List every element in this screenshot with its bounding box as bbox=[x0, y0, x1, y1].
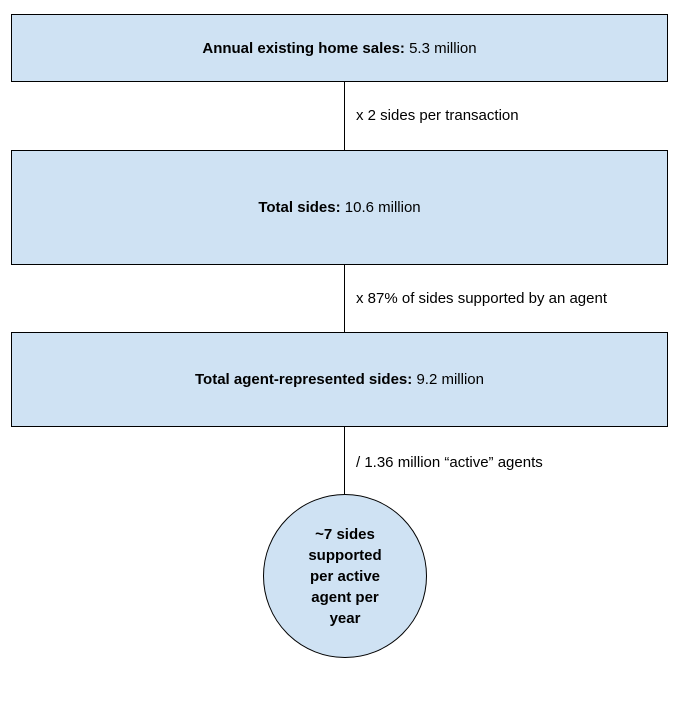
node-label-value: 5.3 million bbox=[404, 39, 477, 57]
node-label-value: 10.6 million bbox=[340, 199, 421, 216]
node-label-bold: Annual existing home sales: bbox=[202, 39, 405, 57]
node-label-value: 9.2 million bbox=[412, 371, 484, 388]
node-total-sides: Total sides: 10.6 million bbox=[11, 150, 668, 265]
node-annual-existing-home-sales-text: Annual existing home sales: 5.3 million bbox=[202, 39, 476, 58]
connector-label-sides-per-transaction: x 2 sides per transaction bbox=[356, 107, 519, 124]
node-annual-existing-home-sales: Annual existing home sales: 5.3 million bbox=[11, 14, 668, 82]
node-sides-per-agent-circle: ~7 sides supported per active agent per … bbox=[263, 494, 427, 658]
node-total-sides-text: Total sides: 10.6 million bbox=[258, 198, 420, 217]
connector-line-1 bbox=[344, 82, 345, 150]
connector-label-active-agents: / 1.36 million “active” agents bbox=[356, 454, 543, 471]
node-total-agent-represented-sides-text: Total agent-represented sides: 9.2 milli… bbox=[195, 370, 484, 389]
connector-line-2 bbox=[344, 265, 345, 332]
connector-label-percent-agent-supported: x 87% of sides supported by an agent bbox=[356, 290, 608, 307]
connector-line-3 bbox=[344, 427, 345, 494]
node-label-bold: Total sides: bbox=[258, 199, 341, 216]
node-total-agent-represented-sides: Total agent-represented sides: 9.2 milli… bbox=[11, 332, 668, 427]
node-label-bold: Total agent-represented sides: bbox=[195, 371, 413, 388]
node-sides-per-agent-text: ~7 sides supported per active agent per … bbox=[308, 525, 382, 627]
